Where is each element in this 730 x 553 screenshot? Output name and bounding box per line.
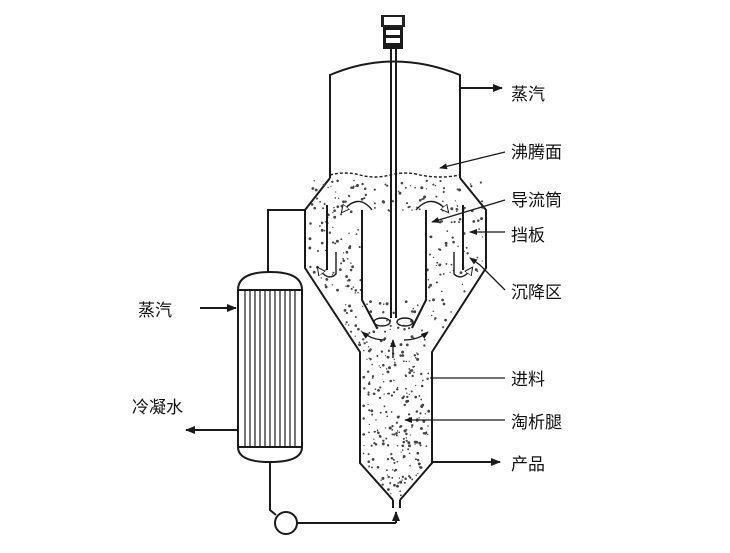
label-elutriation-leg: 淘析腿: [511, 413, 562, 433]
agitator: [373, 49, 414, 327]
leader-lines: [404, 151, 506, 423]
label-boiling-surface: 沸腾面: [511, 143, 562, 163]
label-steam-left: 蒸汽: [138, 301, 172, 321]
crystal-slurry: [308, 179, 484, 497]
label-product: 产品: [511, 455, 545, 475]
pump-icon: [274, 511, 298, 535]
label-steam-top: 蒸汽: [511, 85, 545, 105]
crystallizer-vessel: [304, 60, 487, 508]
baffle: [326, 205, 464, 270]
label-baffle: 挡板: [511, 226, 545, 246]
draft-tube: [361, 210, 427, 329]
label-draft-tube: 导流筒: [511, 191, 562, 211]
heat-exchanger: [237, 270, 303, 464]
label-condensate: 冷凝水: [132, 398, 183, 418]
circulation-arrows: [318, 200, 472, 358]
circulation-piping: [267, 209, 400, 524]
label-settling-zone: 沉降区: [511, 283, 562, 303]
label-feed: 进料: [511, 370, 545, 390]
motor-icon: [381, 15, 405, 49]
